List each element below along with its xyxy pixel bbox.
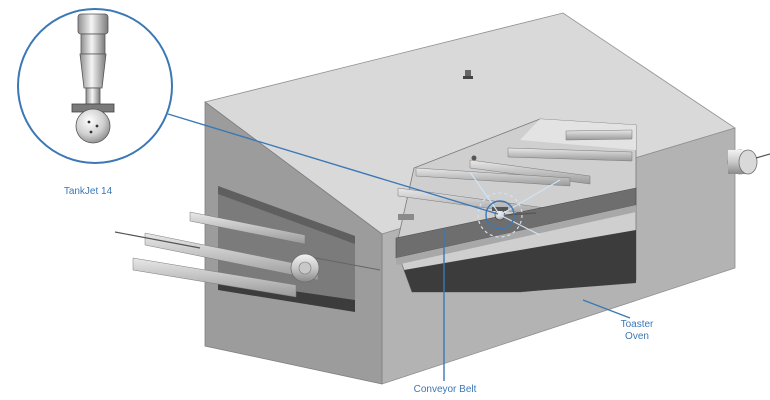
tankjet-leader-line bbox=[167, 113, 499, 215]
toaster-oven-label-line1: Toaster bbox=[620, 319, 654, 330]
tank-cleaning-nozzle-icon bbox=[71, 13, 115, 144]
exit-roller bbox=[727, 149, 770, 175]
top-fitting-icon bbox=[463, 70, 473, 79]
toaster-leader-line bbox=[582, 299, 631, 319]
toaster-oven-label: Toaster Oven bbox=[602, 319, 672, 343]
spray-pattern bbox=[469, 171, 561, 238]
conveyor-belt-label: Conveyor Belt bbox=[413, 384, 477, 395]
tankjet-callout bbox=[17, 8, 173, 164]
leader-lines bbox=[167, 113, 631, 381]
tankjet-label: TankJet 14 bbox=[63, 186, 113, 197]
oven-cutaway-interior bbox=[395, 118, 637, 293]
spray-ball-icon bbox=[75, 108, 111, 144]
interior-slats bbox=[397, 129, 633, 219]
toaster-oven-label-line2: Oven bbox=[625, 331, 649, 342]
entry-conveyor bbox=[114, 211, 381, 298]
